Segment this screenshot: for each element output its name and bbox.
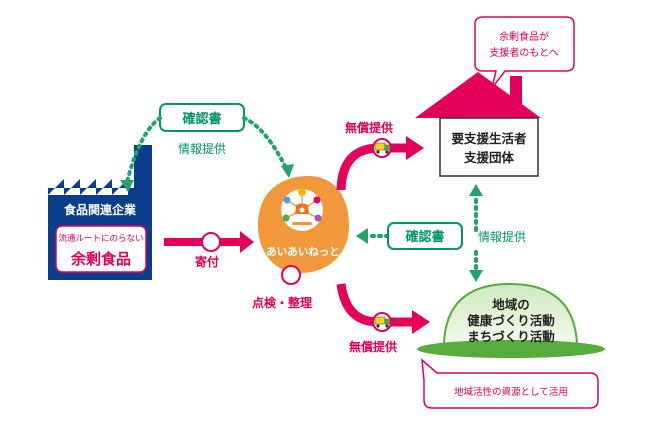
dotted-arrow-to-hub-right — [356, 228, 390, 244]
donation-arrow — [164, 231, 254, 253]
speech-bubble-top — [474, 16, 575, 89]
hub-label: あいあいねっと — [266, 245, 340, 258]
hub-logo-icon — [282, 188, 322, 225]
dotted-arrow-vertical-up — [469, 184, 483, 232]
free-provision-top-label: 無償提供 — [345, 120, 393, 135]
inspect-label: 点検・整理 — [252, 295, 312, 310]
info-left-label: 情報提供 — [178, 141, 226, 156]
bubble-bottom-label: 地域活性の資源として活用 — [454, 386, 568, 398]
support-organization-house — [415, 72, 541, 177]
support-org-line2: 支援団体 — [463, 150, 515, 165]
support-org-line1: 要支援生活者 — [451, 131, 527, 146]
surplus-food-label: 余剰食品 — [70, 250, 131, 268]
inspect-marker — [281, 265, 301, 285]
confirm-left-label: 確認書 — [182, 111, 221, 127]
hub-node — [258, 176, 349, 273]
bubble-top-line1: 余剰食品が — [499, 30, 549, 43]
community-dome — [417, 282, 605, 358]
dotted-arrow-to-hub — [242, 116, 294, 178]
community-line2: 健康づくり活動 — [467, 313, 555, 328]
delivery-truck-icon-top — [374, 142, 391, 154]
info-right-label: 情報提供 — [478, 229, 526, 244]
surplus-food-box — [55, 225, 147, 273]
factory-sub-label: 流通ルートにのらない — [58, 233, 143, 244]
speech-bubble-bottom — [421, 358, 599, 409]
free-provision-bottom-label: 無償提供 — [349, 339, 397, 354]
delivery-truck-icon-bottom — [374, 316, 391, 328]
factory-title: 食品関連企業 — [63, 202, 137, 217]
confirm-right-label: 確認書 — [405, 229, 444, 245]
dotted-arrow-vertical-down — [469, 250, 483, 282]
confirm-box-right — [387, 222, 463, 250]
dotted-arrow-to-factory — [120, 116, 162, 192]
bubble-top-line2: 支援者のもとへ — [489, 46, 558, 59]
community-line1: 地域の — [492, 297, 530, 312]
donation-label: 寄付 — [195, 254, 219, 269]
community-line3: まちづくり活動 — [467, 329, 555, 344]
